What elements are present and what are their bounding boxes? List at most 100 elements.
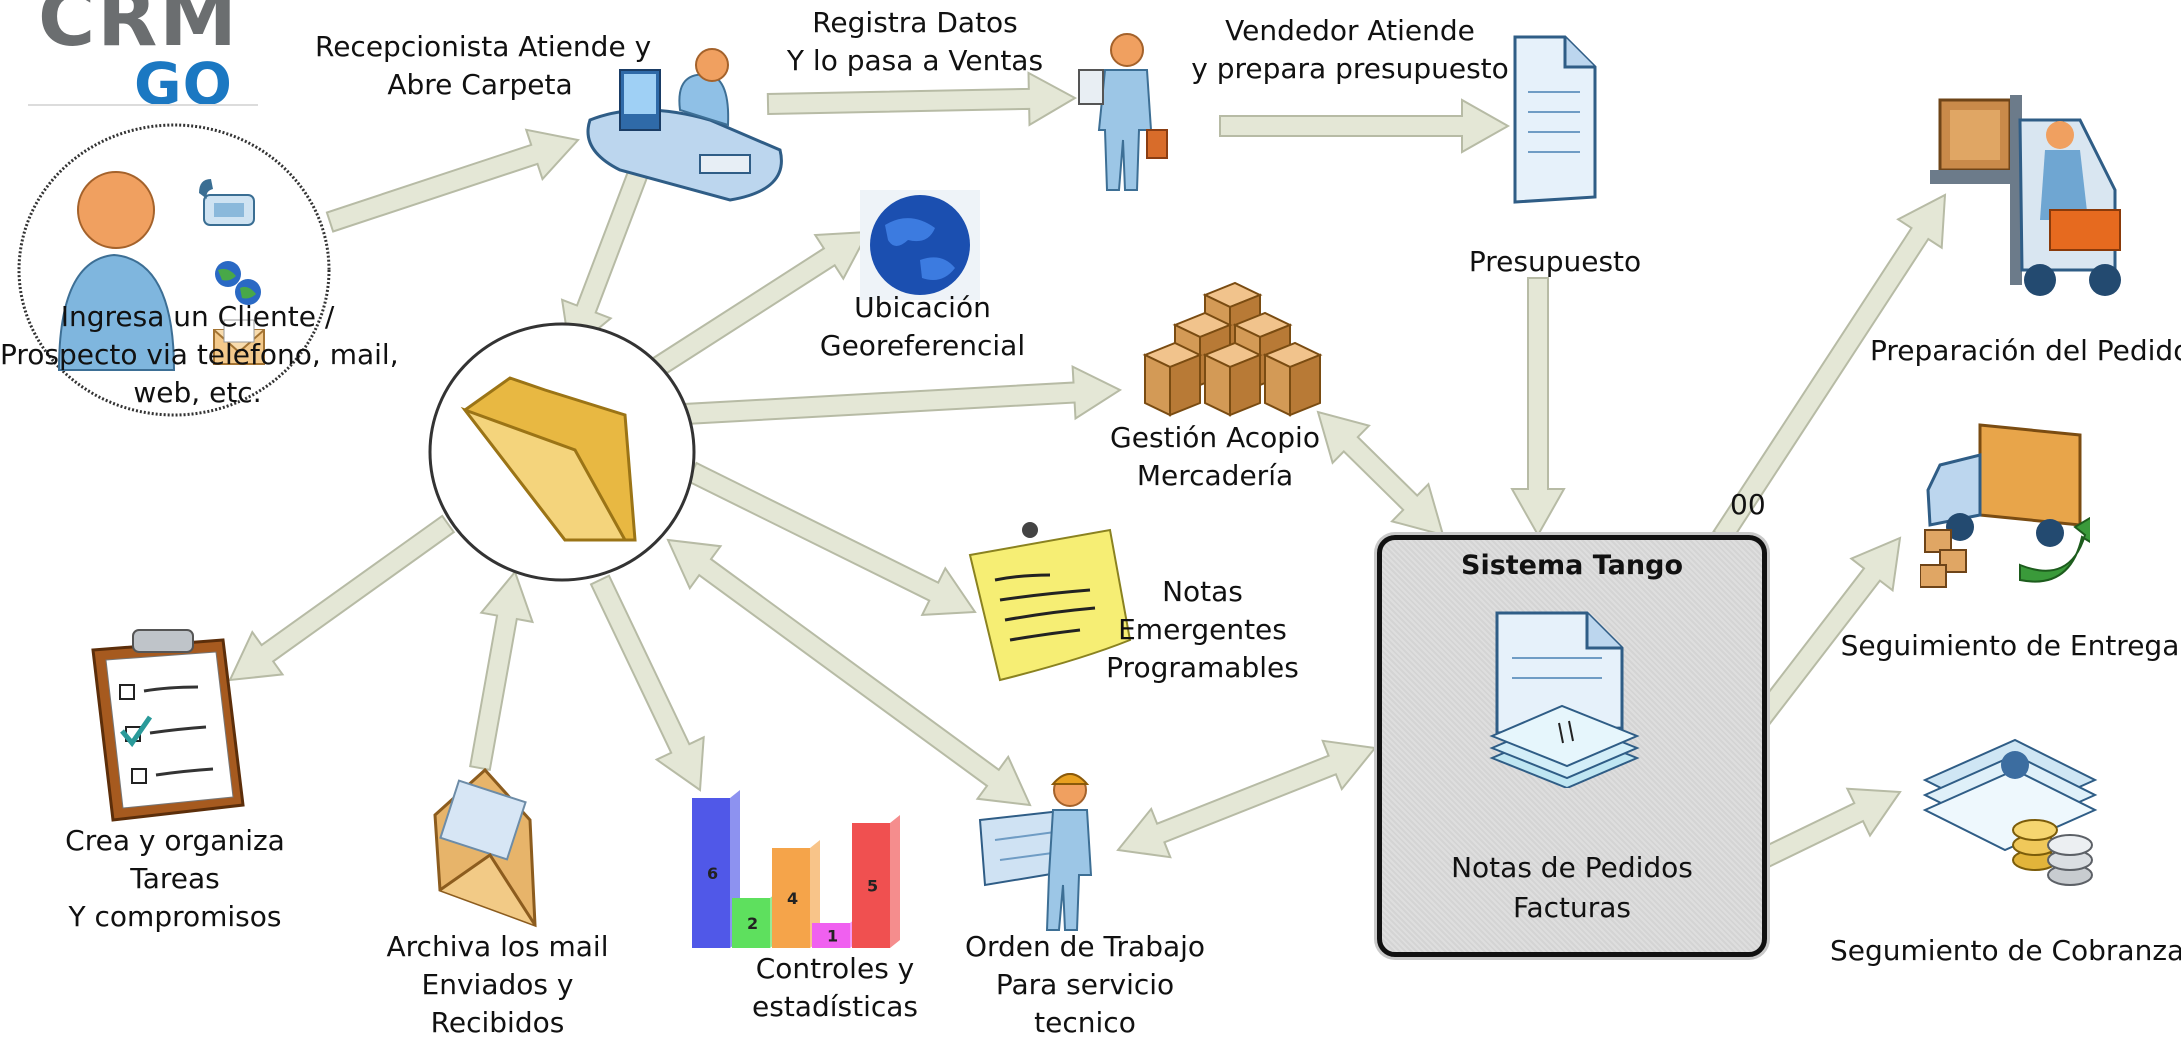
notes-label: Notas Emergentes Programables bbox=[1100, 573, 1305, 687]
archive-mail-label-line: Enviados y bbox=[421, 968, 574, 1001]
globe-icon bbox=[215, 261, 261, 305]
stock-management-label-line: Mercadería bbox=[1136, 459, 1294, 492]
flow-arrow bbox=[766, 71, 1078, 127]
document-icon bbox=[1513, 35, 1597, 204]
flow-arrow bbox=[686, 461, 977, 616]
notes-label-line: Programables bbox=[1106, 651, 1299, 684]
delivery-truck-icon bbox=[1920, 423, 2090, 588]
receptionist-desk-icon bbox=[586, 48, 783, 202]
flow-arrow bbox=[683, 364, 1123, 426]
controls-stats-label-line: Controles y bbox=[755, 952, 915, 985]
budget-label: Presupuesto bbox=[1468, 245, 1642, 278]
double-arrow bbox=[1116, 739, 1377, 859]
notes-label-line: Emergentes bbox=[1118, 613, 1287, 646]
crmgo-logo: CRM GO bbox=[28, 0, 258, 118]
notes-label-line: Notas bbox=[1162, 575, 1243, 608]
georef-label-line: Georeferencial bbox=[819, 329, 1026, 362]
receptionist-label-line: Recepcionista Atiende y bbox=[315, 30, 652, 63]
coins-icon bbox=[1922, 738, 2098, 886]
flow-arrow bbox=[325, 128, 580, 233]
chart-bar-label: 4 bbox=[787, 889, 798, 908]
chart-bar-label: 2 bbox=[747, 914, 758, 933]
order-prep-label: Preparación del Pedido bbox=[1870, 334, 2181, 367]
chart-bar bbox=[812, 923, 850, 948]
mail-envelope-icon bbox=[433, 767, 537, 928]
tasks-label-line: Y compromisos bbox=[68, 900, 282, 933]
flow-arrow bbox=[1754, 787, 1902, 871]
chart-bar bbox=[772, 848, 810, 948]
flow-arrow bbox=[589, 574, 705, 792]
archive-mail-label-line: Archiva los mail bbox=[386, 930, 609, 963]
flow-arrow bbox=[643, 230, 870, 382]
stock-management-label: Gestión Acopio Mercadería bbox=[1080, 419, 1350, 495]
stacked-documents-icon bbox=[1489, 611, 1640, 788]
chart-bar-side bbox=[890, 815, 900, 948]
badge-00: 00 bbox=[1730, 488, 1766, 521]
georef-label: Ubicación Georeferencial bbox=[800, 289, 1045, 365]
archive-mail-label: Archiva los mail Enviados y Recibidos bbox=[375, 928, 620, 1042]
register-data-label-line: Registra Datos bbox=[812, 6, 1018, 39]
chart-bar bbox=[692, 798, 730, 948]
tasks-label-line: Tareas bbox=[130, 862, 220, 895]
logo-go-text: GO bbox=[134, 50, 233, 118]
flow-arrow bbox=[1712, 193, 1947, 544]
boxes-icon bbox=[1142, 281, 1323, 417]
sticky-note-icon bbox=[968, 522, 1132, 682]
client-contact-icon bbox=[17, 123, 331, 417]
logo-divider bbox=[28, 104, 258, 106]
flow-arrow bbox=[228, 514, 456, 682]
stock-management-label-line: Gestión Acopio bbox=[1110, 421, 1320, 454]
salesperson-label: Vendedor Atiende y prepara presupuesto bbox=[1185, 12, 1515, 88]
work-order-label-line: tecnico bbox=[1034, 1006, 1136, 1039]
georef-label-line: Ubicación bbox=[854, 291, 991, 324]
tango-subtitle-line: Facturas bbox=[1512, 891, 1632, 924]
chart-bar-label: 6 bbox=[707, 864, 718, 883]
chart-bar bbox=[852, 823, 890, 948]
chart-bar-label: 5 bbox=[867, 877, 878, 896]
work-order-label-line: Para servicio bbox=[995, 968, 1175, 1001]
double-arrow bbox=[666, 538, 1032, 807]
person-icon bbox=[57, 171, 176, 371]
salesman-icon bbox=[1078, 33, 1168, 191]
box bbox=[1262, 341, 1323, 417]
tango-subtitle: Notas de Pedidos Facturas bbox=[1382, 848, 1762, 928]
controls-stats-label: Controles y estadísticas bbox=[735, 950, 935, 1026]
folder-hub-icon bbox=[428, 322, 696, 582]
tango-system-box: Sistema Tango Notas de Pedidos Facturas bbox=[1377, 535, 1767, 957]
receptionist-label-line: Abre Carpeta bbox=[387, 68, 573, 101]
flow-arrow bbox=[1219, 98, 1511, 154]
flow-arrow bbox=[1510, 277, 1566, 538]
tasks-label-line: Crea y organiza bbox=[65, 824, 285, 857]
delivery-tracking-label: Seguimiento de Entrega bbox=[1840, 629, 2180, 662]
client-label: Ingresa un Cliente / Prospecto via telef… bbox=[0, 298, 399, 412]
forklift-icon bbox=[1930, 95, 2121, 296]
controls-stats-label-line: estadísticas bbox=[752, 990, 918, 1023]
folder-icon bbox=[460, 376, 637, 542]
chart-bar bbox=[732, 898, 770, 948]
register-data-label: Registra Datos Y lo pasa a Ventas bbox=[770, 4, 1060, 80]
tasks-label: Crea y organiza Tareas Y compromisos bbox=[45, 822, 305, 936]
chart-bar-side bbox=[810, 840, 820, 948]
collections-tracking-label: Segumiento de Cobranzas bbox=[1830, 934, 2181, 967]
tango-title: Sistema Tango bbox=[1461, 550, 1683, 581]
receptionist-label: Recepcionista Atiende y Abre Carpeta bbox=[315, 28, 652, 104]
client-label-line: Prospecto via telefono, mail, bbox=[0, 338, 399, 371]
phone-icon bbox=[199, 179, 255, 226]
register-data-label-line: Y lo pasa a Ventas bbox=[786, 44, 1044, 77]
box bbox=[1202, 341, 1263, 417]
engineer-icon bbox=[978, 773, 1093, 931]
archive-mail-label-line: Recibidos bbox=[430, 1006, 565, 1039]
work-order-label: Orden de Trabajo Para servicio tecnico bbox=[950, 928, 1220, 1042]
logo-crm-text: CRM bbox=[38, 0, 239, 64]
tango-subtitle-line: Notas de Pedidos bbox=[1451, 851, 1693, 884]
salesperson-label-line: y prepara presupuesto bbox=[1191, 52, 1509, 85]
client-label-line: web, etc. bbox=[133, 376, 262, 409]
clipboard-icon bbox=[91, 629, 245, 822]
client-label-line: Ingresa un Cliente / bbox=[60, 300, 335, 333]
salesperson-label-line: Vendedor Atiende bbox=[1225, 14, 1475, 47]
work-order-label-line: Orden de Trabajo bbox=[964, 930, 1206, 963]
flow-arrow bbox=[469, 569, 535, 771]
